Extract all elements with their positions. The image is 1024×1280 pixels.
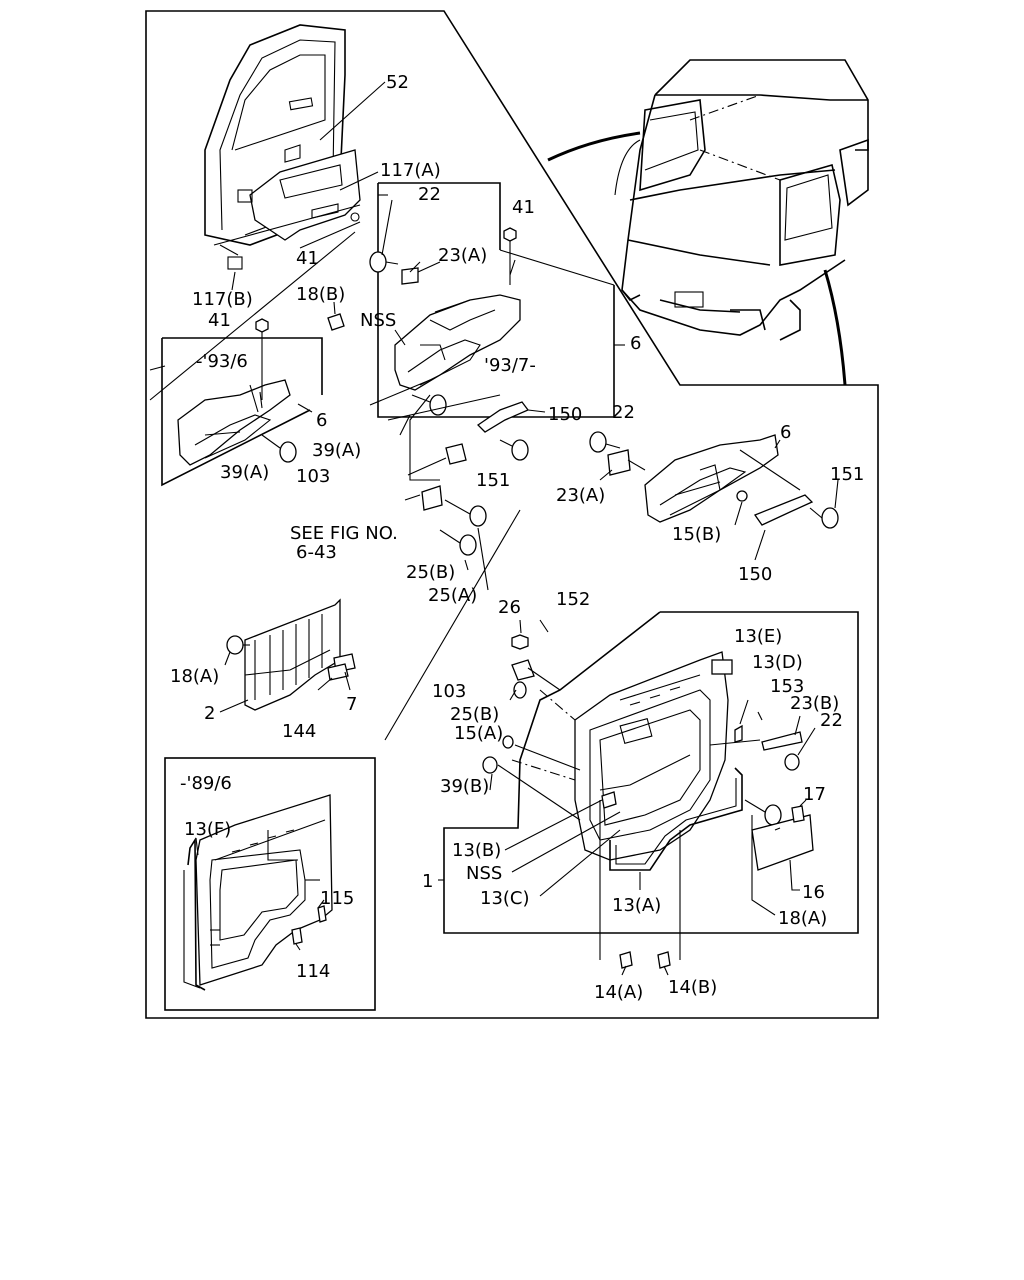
label-41-mid: 41 [296, 248, 319, 269]
label-93-6: -'93/6 [196, 351, 248, 372]
leader-lines-armrest [381, 199, 625, 346]
truck-cab-illustration [547, 59, 869, 386]
label-see-fig-number: 6-43 [296, 542, 337, 563]
label-150-mid: 150 [548, 404, 582, 425]
box-93-7 [369, 182, 615, 418]
label-39a-left: 39(A) [220, 462, 269, 483]
label-15a: 15(A) [454, 723, 503, 744]
label-15b: 15(B) [672, 524, 721, 545]
label-17: 17 [803, 784, 826, 805]
label-117a: 117(A) [380, 160, 441, 181]
label-18a-right: 18(A) [778, 908, 827, 929]
label-153: 153 [770, 676, 804, 697]
label-16: 16 [802, 882, 825, 903]
label-39b: 39(B) [440, 776, 489, 797]
trim-panel-2 [219, 598, 356, 713]
label-13b: 13(B) [452, 840, 501, 861]
label-6-box: 6 [630, 333, 641, 354]
callout-labels: 52 117(A) 22 41 41 23(A) 117(B) 18(B) 41… [170, 72, 864, 1003]
label-13e: 13(E) [734, 626, 782, 647]
label-26: 26 [498, 597, 521, 618]
label-13f: 13(F) [184, 819, 231, 840]
label-25a: 25(A) [428, 585, 477, 606]
label-114: 114 [296, 961, 330, 982]
label-6-right: 6 [780, 422, 791, 443]
label-25b-mid: 25(B) [406, 562, 455, 583]
divider-line [384, 509, 521, 741]
label-93-7: '93/7- [484, 355, 536, 376]
door-inner-panel-illustration [204, 24, 361, 270]
label-1: 1 [422, 871, 433, 892]
right-armrest-group [589, 431, 839, 561]
label-13a: 13(A) [612, 895, 661, 916]
box-93-6 [149, 318, 323, 487]
label-41-right: 41 [512, 197, 535, 218]
label-7: 7 [346, 694, 357, 715]
label-13d: 13(D) [752, 652, 803, 673]
label-22-lower: 22 [820, 710, 843, 731]
label-see-fig: SEE FIG NO. [290, 523, 398, 544]
label-18a-left: 18(A) [170, 666, 219, 687]
label-23a-top: 23(A) [438, 245, 487, 266]
label-144: 144 [282, 721, 316, 742]
label-41-left: 41 [208, 310, 231, 331]
label-nss-top: NSS [360, 310, 396, 331]
clip-18b [327, 301, 345, 331]
label-150-right: 150 [738, 564, 772, 585]
label-13c: 13(C) [480, 888, 530, 909]
label-22-right: 22 [612, 402, 635, 423]
label-25b-lower: 25(B) [450, 704, 499, 725]
label-39a-mid: 39(A) [312, 440, 361, 461]
label-23b: 23(B) [790, 693, 839, 714]
label-18b: 18(B) [296, 284, 345, 305]
label-nss-lower: NSS [466, 863, 502, 884]
label-152: 152 [556, 589, 590, 610]
middle-fasteners [369, 379, 546, 591]
label-103-lower: 103 [432, 681, 466, 702]
label-2: 2 [204, 703, 215, 724]
label-117b: 117(B) [192, 289, 253, 310]
label-6-left: 6 [316, 410, 327, 431]
label-22-top: 22 [418, 184, 441, 205]
label-151-mid: 151 [476, 470, 510, 491]
label-14a: 14(A) [594, 982, 643, 1003]
label-52: 52 [386, 72, 409, 93]
outer-frame [145, 10, 879, 1019]
label-115: 115 [320, 888, 354, 909]
label-14b: 14(B) [668, 977, 717, 998]
label-103-mid: 103 [296, 466, 330, 487]
label-89-6: -'89/6 [180, 773, 232, 794]
door-group-1 [438, 611, 859, 976]
box-89-6 [164, 757, 376, 1011]
label-151-right: 151 [830, 464, 864, 485]
leader-lines-top [149, 81, 386, 401]
label-23a-right: 23(A) [556, 485, 605, 506]
